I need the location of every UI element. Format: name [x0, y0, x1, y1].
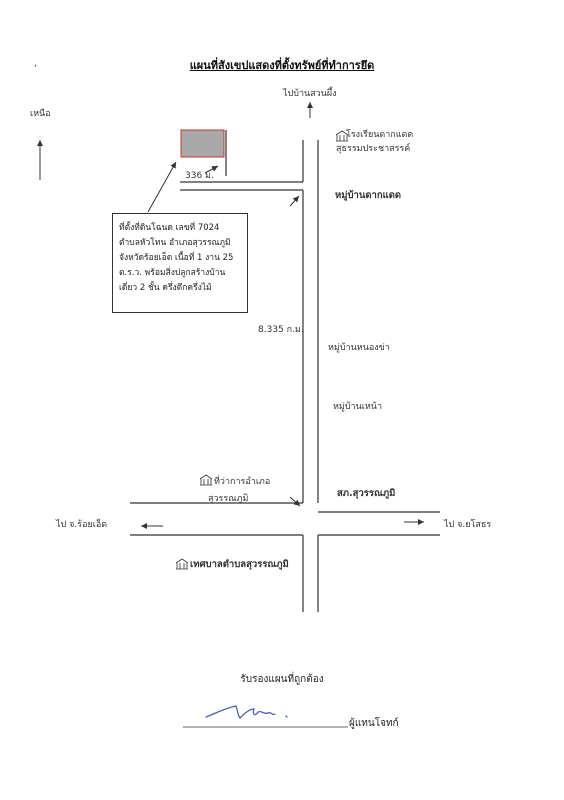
school-label-line1: โรงเรียนดากแดด	[346, 130, 414, 140]
school-label-line2: สุธรรมประชาสรรค์	[336, 144, 411, 154]
property-note-line: จังหวัดร้อยเอ็ด เนื้อที่ 1 งาน 25	[119, 253, 234, 263]
main-road-east-west	[130, 502, 440, 536]
to-yasothon-label: ไป จ.ยโสธร	[444, 520, 492, 530]
district-office-label-line1: ที่ว่าการอำเภอ	[214, 477, 271, 487]
village-nong-na-label: หมู่บ้านเหน้า	[333, 402, 382, 412]
north-label: เหนือ	[30, 109, 51, 119]
page-title: แผนที่สังเขปแสดงที่ตั้งทรัพย์ที่ทำการยึด	[189, 59, 375, 72]
municipality-label: เทศบาลตำบลสุวรรณภูมิ	[190, 559, 289, 570]
land-parcel	[180, 129, 225, 158]
municipality-icon	[175, 558, 189, 570]
parcel-arrow-icon	[204, 165, 219, 174]
junction-arrow-icon	[289, 195, 300, 207]
village-dak-daed-label: หมู่บ้านดากแดด	[335, 190, 402, 201]
district-office-label-line2: สุวรรณภูมิ	[208, 494, 249, 504]
property-note-line: เดี่ยว 2 ชั้น ครึ่งตึกครึ่งไม้	[119, 283, 212, 293]
school-icon	[335, 130, 349, 142]
certification-text: รับรองแผนที่ถูกต้อง	[240, 674, 324, 685]
to-ban-suan-phueng-label: ไปบ้านสวนผึ้ง	[283, 89, 337, 99]
signer-role: ผู้แทนโจทก์	[349, 718, 399, 729]
distance-336-label: 336 ม.	[185, 171, 214, 181]
police-station-label: สภ.สุวรรณภูมิ	[337, 488, 396, 499]
side-road	[180, 130, 303, 191]
to-roi-et-label: ไป จ.ร้อยเอ็ด	[56, 520, 108, 530]
note-pointer-arrow	[147, 161, 177, 213]
property-note-line: ตำบลหัวโทน อำเภอสุวรรณภูมิ	[119, 238, 231, 248]
property-note-line: ที่ตั้งที่ดินโฉนด เลขที่ 7024	[119, 223, 220, 233]
village-nong-kha-label: หมู่บ้านหนองข่า	[328, 343, 390, 353]
district-arrow-icon	[289, 496, 301, 507]
district-office-icon	[199, 474, 213, 486]
signature-scribble	[205, 705, 288, 719]
stray-mark: ,	[34, 58, 37, 69]
distance-8335-label: 8.335 ก.ม.	[258, 325, 304, 335]
main-road-south	[302, 535, 319, 612]
property-note-line: ต.ร.ว. พร้อมสิ่งปลูกสร้างบ้าน	[119, 268, 226, 278]
property-note-box: ที่ตั้งที่ดินโฉนด เลขที่ 7024 ตำบลหัวโทน…	[112, 213, 248, 313]
main-road-north	[302, 140, 319, 503]
